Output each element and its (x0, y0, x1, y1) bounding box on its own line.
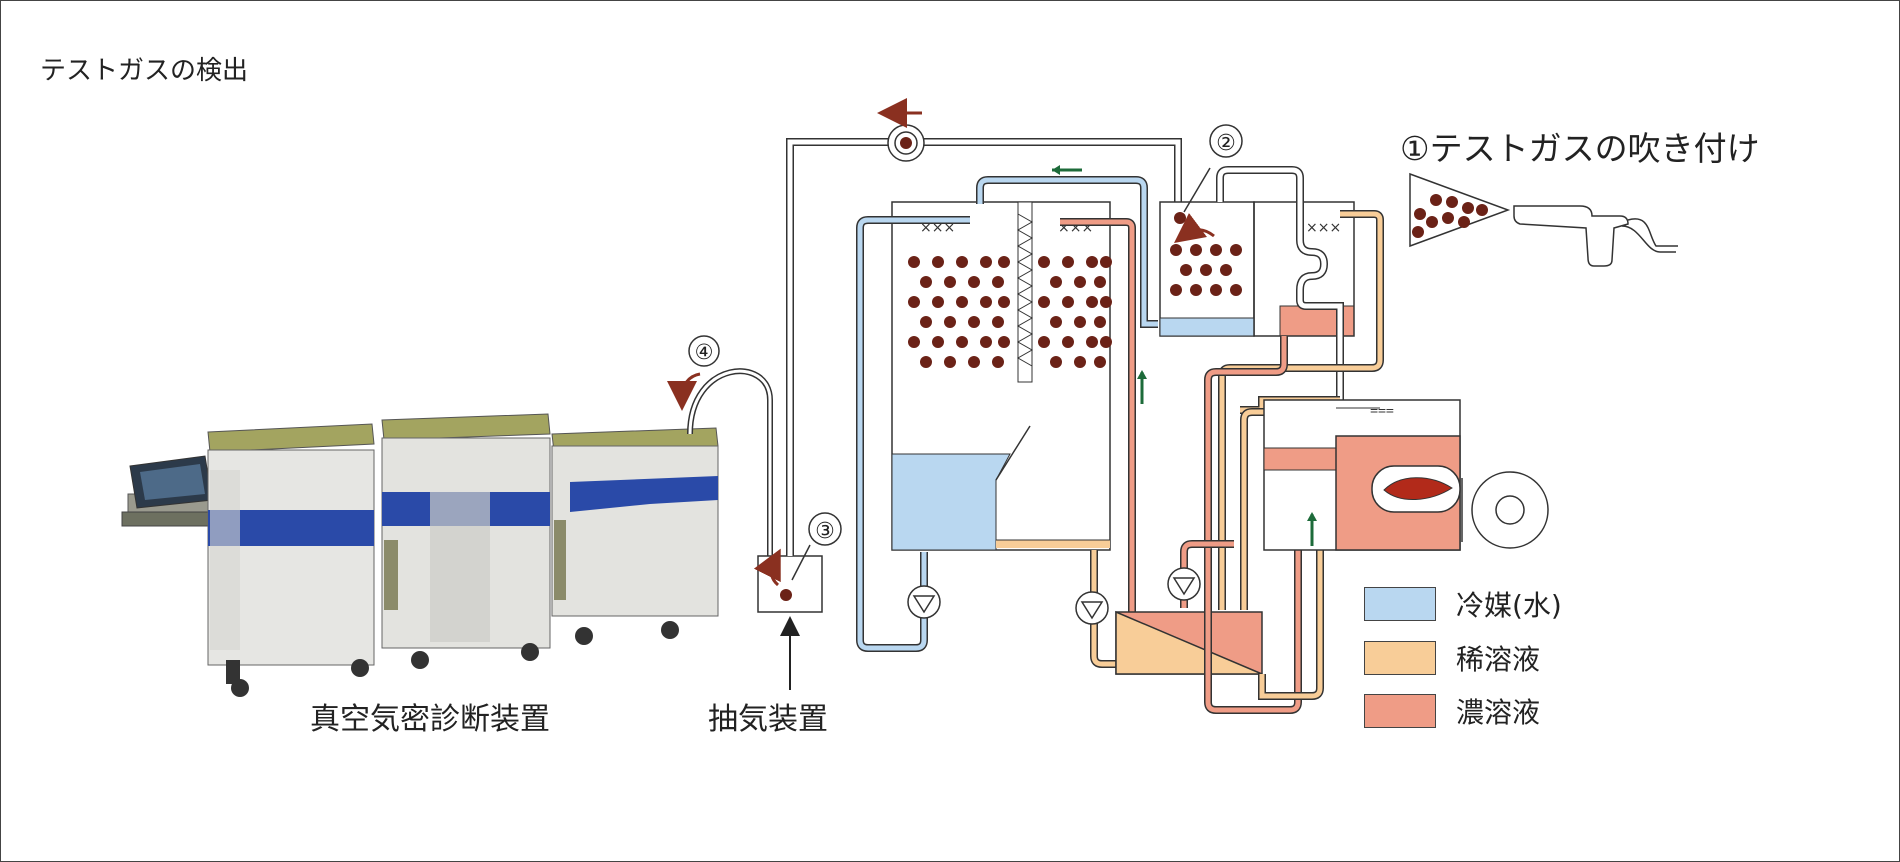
svg-text:×××: ××× (1306, 220, 1341, 236)
tube-bank (908, 256, 1112, 368)
spray-gun-icon (1409, 172, 1678, 267)
legend-swatch-concentrated (1364, 694, 1436, 728)
refrigerant-piping (856, 165, 1158, 652)
cabinet-left (207, 423, 375, 697)
svg-text:④: ④ (695, 340, 714, 364)
extractor-label: 抽気装置 (708, 702, 828, 737)
purge-line (786, 98, 1182, 556)
diagram-title: テストガスの検出 (40, 56, 249, 86)
legend-swatch-refrigerant (1364, 587, 1436, 621)
legend-label: 冷媒(水) (1456, 589, 1562, 622)
dilute-piping (1075, 550, 1118, 668)
step1-label: ①テストガスの吹き付け (1400, 129, 1760, 168)
legend-item-dilute: 稀溶液 (1364, 641, 1541, 676)
legend-label: 稀溶液 (1456, 643, 1541, 676)
concentrated-piping (1060, 218, 1147, 624)
vacuum-device-illustration (121, 368, 773, 697)
cabinet-middle (381, 413, 551, 669)
vacuum-device-label: 真空気密診断装置 (310, 702, 550, 737)
svg-text:⩶: ⩶ (1370, 402, 1394, 418)
legend-item-concentrated: 濃溶液 (1364, 694, 1541, 729)
step4-marker: ④ (667, 335, 720, 411)
heat-exchanger (1115, 610, 1263, 675)
legend-swatch-dilute (1364, 641, 1436, 675)
evaporator-absorber: ××× ××× (891, 201, 1112, 551)
legend-label: 濃溶液 (1456, 696, 1541, 729)
legend-item-refrigerant: 冷媒(水) (1364, 587, 1562, 622)
extractor-unit: ③ (753, 512, 842, 690)
svg-text:③: ③ (815, 519, 835, 544)
cabinet-right (551, 427, 719, 645)
generator: ⩶ (1263, 399, 1549, 551)
svg-text:②: ② (1216, 131, 1236, 156)
